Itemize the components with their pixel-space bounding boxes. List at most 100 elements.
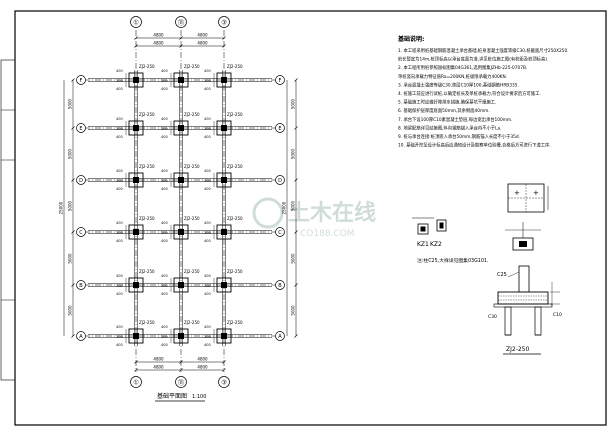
footing-tag: ZJ2-250: [227, 112, 243, 117]
grid-bubble-row: B: [275, 280, 285, 290]
dimension-label: 4800: [197, 41, 208, 46]
grid-bubble-row: A: [76, 331, 86, 341]
detail-mark-c10: C10: [553, 312, 562, 318]
offset-label: 200: [116, 335, 123, 339]
svg-text:+: +: [533, 189, 539, 197]
plan-title: 基础平面图: [157, 392, 187, 400]
footing-tag: ZJ2-250: [184, 112, 200, 117]
offset-label: 400: [161, 325, 168, 329]
offset-label: 400: [204, 69, 211, 73]
grid-bubble-row: F: [275, 75, 285, 85]
offset-label: 200: [204, 335, 211, 339]
offset-label: 200: [161, 127, 168, 131]
offset-label: 400: [116, 274, 123, 278]
offset-label: 400: [204, 274, 211, 278]
footing-tag: ZJ2-250: [139, 164, 155, 169]
dimension-label: 5000: [291, 200, 296, 211]
note-line: 8. 地梁配筋详见结施图,纵向钢筋锚入承台内不小于La.: [398, 124, 501, 131]
svg-text:C: C: [278, 230, 282, 236]
watermark-subtext: CO188.COM: [300, 229, 355, 239]
offset-label: 400: [204, 292, 211, 296]
grid-bubble-row: E: [76, 123, 86, 133]
footing-tag: ZJ2-250: [184, 320, 200, 325]
grid-bubble-row: D: [76, 175, 86, 185]
offset-label: 200: [204, 179, 211, 183]
offset-label: 400: [161, 239, 168, 243]
svg-text:F: F: [80, 78, 83, 84]
dimension-label: 5000: [68, 253, 73, 264]
offset-label: 400: [116, 239, 123, 243]
offset-label: 400: [116, 135, 123, 139]
detail-title: ZJ2-250: [506, 346, 529, 353]
offset-label: 200: [161, 231, 168, 235]
footing-tag: ZJ2-250: [184, 64, 200, 69]
kz2-symbol: [436, 219, 447, 232]
note-line: 10. 基础开挖至设计标高后应通知设计及勘察单位验槽,合格后方可进行下道工序.: [398, 142, 551, 149]
kz1-symbol: [417, 223, 429, 235]
plan-scale: 1:100: [192, 394, 206, 400]
offset-label: 400: [204, 239, 211, 243]
offset-label: 400: [116, 169, 123, 173]
offset-label: 200: [116, 127, 123, 131]
dimension-label: 4800: [197, 33, 208, 38]
offset-label: 200: [161, 179, 168, 183]
dimension-label: 4800: [153, 33, 164, 38]
offset-label: 400: [161, 221, 168, 225]
offset-label: 400: [116, 87, 123, 91]
offset-label: 400: [161, 292, 168, 296]
offset-label: 400: [116, 292, 123, 296]
offset-label: 400: [161, 117, 168, 121]
grid-bubble-column: ①: [130, 16, 142, 28]
svg-text:B: B: [79, 283, 83, 289]
dimension-label: 5000: [291, 148, 296, 159]
footings-layer: ZJ2-250400200400ZJ2-250400200400ZJ2-2504…: [116, 64, 243, 347]
footing-tag: ZJ2-250: [139, 320, 155, 325]
note-line: 1. 本工程采用桩基础钢筋混凝土承台基础,桩身混凝土强度等级C30,桩截面尺寸2…: [398, 47, 569, 54]
notes-title: 基础说明:: [397, 35, 424, 43]
svg-text:F: F: [279, 78, 282, 84]
svg-text:⑪: ⑪: [178, 379, 185, 387]
footing-tag: ZJ2-250: [139, 64, 155, 69]
dimension-label: 4800: [197, 357, 208, 362]
grid-bubble-row: B: [76, 280, 86, 290]
svg-text:+: +: [514, 189, 520, 197]
dimension-label: 5000: [291, 305, 296, 316]
offset-label: 400: [116, 187, 123, 191]
svg-text:①: ①: [133, 379, 139, 387]
note-line: 9. 桩与承台连接:桩顶嵌入承台50mm,钢筋锚入长度不小于35d.: [398, 133, 520, 140]
offset-label: 200: [204, 127, 211, 131]
dimension-label: 5000: [68, 200, 73, 211]
note-line: 桩长暂定为14m,桩顶标高以承台底面为准,详见桩位施工图(有桩距及桩顶标高).: [398, 56, 548, 63]
offset-label: 400: [161, 169, 168, 173]
offset-label: 200: [116, 231, 123, 235]
note-line: 3. 承台混凝土强度等级C30,垫层C10厚100,基础钢筋HRB335.: [398, 81, 519, 88]
dimension-label: 5000: [68, 98, 73, 109]
watermark: 土木在线 CO188.COM: [252, 197, 376, 239]
offset-label: 400: [161, 187, 168, 191]
svg-text:D: D: [278, 178, 282, 184]
offset-label: 200: [204, 231, 211, 235]
offset-label: 400: [204, 325, 211, 329]
svg-text:B: B: [278, 283, 282, 289]
footing-tag: ZJ2-250: [227, 164, 243, 169]
grid-bubble-column: ⑪: [175, 376, 187, 388]
pile-cap-plan: + +: [505, 183, 549, 251]
offset-label: 200: [161, 79, 168, 83]
dimension-label: 4800: [197, 365, 208, 370]
grid-bubble-column: ⑪: [175, 16, 187, 28]
dimension-label: 4800: [153, 357, 164, 362]
dimension-label: 5000: [291, 253, 296, 264]
